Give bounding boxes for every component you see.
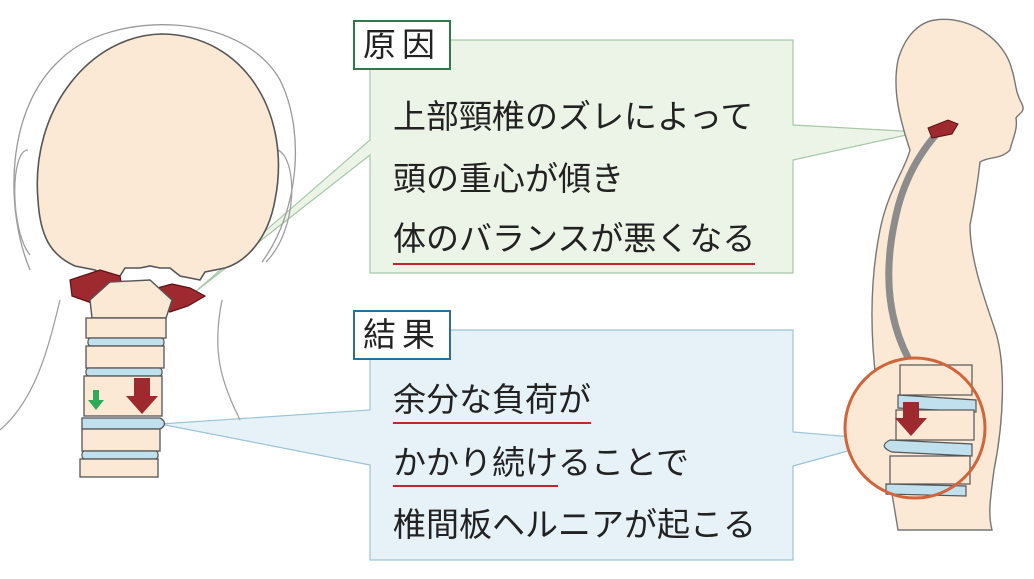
vertebra <box>79 458 159 478</box>
disc <box>81 450 159 460</box>
skull <box>36 33 280 281</box>
lumbar-zoom-detail <box>883 364 977 497</box>
result-label: 結果 <box>353 310 451 360</box>
result-line-1: 余分な負荷が <box>393 373 591 424</box>
zoom-circle-outline <box>843 356 987 500</box>
result-line-3: 椎間板ヘルニアが起こる <box>393 505 756 544</box>
upper-cervical-highlight <box>927 119 959 139</box>
result-line-1-text: 余分な負荷が <box>393 380 591 424</box>
vertebra <box>81 428 161 452</box>
head-outline <box>13 24 297 271</box>
left-ear <box>14 149 31 256</box>
down-arrow-red-icon <box>895 402 927 436</box>
cause-line-3: 体のバランスが悪くなる <box>393 212 756 265</box>
disc <box>85 367 163 377</box>
shoulder-outline <box>217 299 241 421</box>
vertebra <box>889 455 971 485</box>
down-arrow-large-red-icon <box>126 378 158 414</box>
right-ear <box>265 149 293 263</box>
spine-line <box>885 121 949 374</box>
result-line-2: かかり続けることで <box>393 436 690 487</box>
body-side-profile <box>843 18 1024 531</box>
down-arrow-small-green-icon <box>88 390 104 410</box>
cause-label: 原因 <box>353 20 451 70</box>
neck-outline <box>0 299 61 431</box>
cause-line-1: 上部頸椎のズレによって <box>393 97 754 136</box>
result-callout-box <box>159 329 889 561</box>
cause-line-2: 頭の重心が傾き <box>393 159 624 198</box>
disc <box>87 337 165 347</box>
vertebra <box>85 345 165 369</box>
vertebra <box>85 317 167 339</box>
compressed-disc <box>81 417 166 430</box>
vertebra <box>899 364 973 396</box>
herniated-disc <box>883 439 973 457</box>
result-line-2-underlined: かかり続け <box>393 443 558 487</box>
head-back-view <box>0 24 297 478</box>
result-line-2-rest: ることで <box>558 443 690 482</box>
